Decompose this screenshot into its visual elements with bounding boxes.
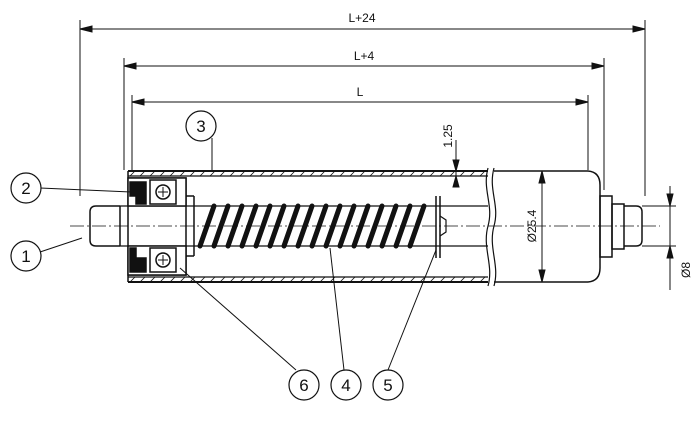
- bearing-housing: [127, 177, 195, 276]
- washer: [435, 196, 447, 258]
- dim-shaft-diameter-label: Ø8: [679, 262, 693, 278]
- dim-inner-label: L: [357, 85, 364, 99]
- dim-wall-label: 1.25: [441, 124, 455, 148]
- leader-lines: [39, 138, 437, 371]
- balloon-4-label: 4: [341, 376, 350, 395]
- balloon-5: 5: [372, 369, 404, 401]
- balloon-3-label: 3: [196, 117, 205, 136]
- balloon-1-label: 1: [21, 247, 30, 266]
- balloon-4: 4: [330, 369, 362, 401]
- dimension-lines: [79, 20, 676, 290]
- balloon-1: 1: [10, 240, 42, 272]
- break-lines: [485, 167, 497, 287]
- balloon-3: 3: [185, 110, 217, 142]
- dim-tube-diameter-label: Ø25.4: [525, 209, 539, 242]
- balloon-6-label: 6: [299, 376, 308, 395]
- dim-overall-label: L+24: [348, 11, 375, 25]
- balloon-2: 2: [10, 172, 42, 204]
- tube-right-segment: [494, 170, 625, 283]
- dim-middle-label: L+4: [354, 49, 375, 63]
- balloon-5-label: 5: [383, 376, 392, 395]
- balloon-6: 6: [288, 369, 320, 401]
- balloon-2-label: 2: [21, 179, 30, 198]
